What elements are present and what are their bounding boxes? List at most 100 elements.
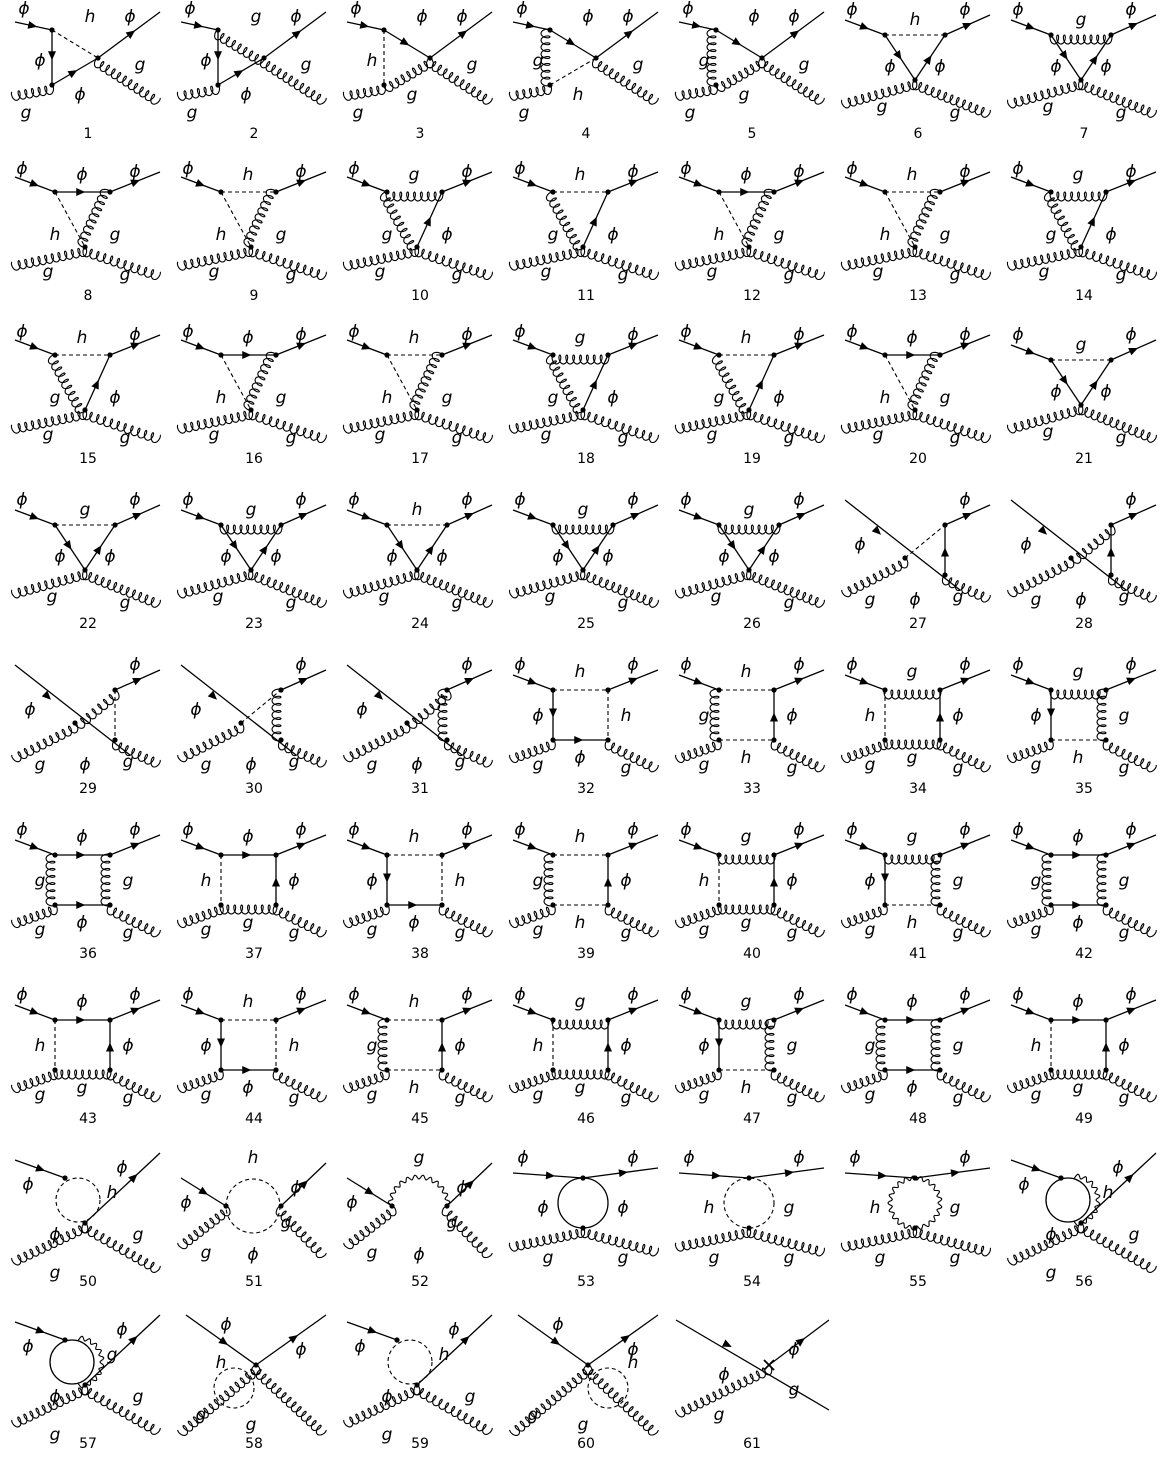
feynman-diagram-12: ϕϕϕhggg12 bbox=[675, 159, 824, 304]
feynman-diagram-34: ϕϕghϕggg34 bbox=[842, 655, 991, 797]
vertex-dot bbox=[273, 1017, 278, 1022]
vertex-dot bbox=[439, 1017, 444, 1022]
particle-label: g bbox=[621, 758, 632, 778]
particle-label: h bbox=[704, 1198, 715, 1218]
feynman-diagram-29: ϕϕggϕ29 bbox=[12, 655, 161, 797]
gluon-line bbox=[1071, 525, 1115, 563]
particle-label: g bbox=[1119, 871, 1130, 891]
particle-label: g bbox=[873, 425, 884, 445]
particle-label: g bbox=[707, 262, 718, 282]
particle-label: g bbox=[35, 755, 46, 775]
arrow-head bbox=[28, 21, 38, 29]
arrow-head bbox=[693, 342, 703, 349]
particle-label: ϕ bbox=[627, 162, 638, 182]
gluon-line bbox=[908, 189, 940, 247]
vertex-dot bbox=[937, 687, 942, 692]
particle-label: ϕ bbox=[295, 985, 306, 1005]
vertex-dot bbox=[1048, 1017, 1053, 1022]
particle-label: ϕ bbox=[288, 871, 299, 891]
particle-label: ϕ bbox=[1050, 382, 1061, 402]
feynman-diagram-22: ϕϕgϕϕgg22 bbox=[12, 490, 161, 632]
arrow-head bbox=[859, 179, 869, 186]
particle-label: ϕ bbox=[129, 820, 140, 840]
vertex-dot bbox=[218, 902, 223, 907]
vertex-dot bbox=[605, 189, 610, 194]
vertex-dot bbox=[278, 687, 283, 692]
particle-label: ϕ bbox=[627, 655, 638, 675]
vertex-dot bbox=[716, 352, 721, 357]
vertex-dot bbox=[215, 82, 220, 87]
particle-label: ϕ bbox=[1030, 706, 1041, 726]
arrow-head bbox=[693, 677, 703, 684]
particle-label: g bbox=[455, 923, 466, 943]
particle-label: h bbox=[107, 1183, 118, 1203]
particle-label: g bbox=[1119, 706, 1130, 726]
feynman-diagram-1: ϕϕggϕhϕ1 bbox=[11, 0, 160, 142]
particle-label: h bbox=[575, 662, 586, 682]
arrow-head bbox=[361, 1007, 371, 1014]
gluon-line bbox=[251, 1365, 326, 1435]
particle-label: ϕ bbox=[24, 700, 35, 720]
vertex-dot bbox=[82, 1220, 87, 1225]
diagram-number: 56 bbox=[1075, 1274, 1093, 1290]
particle-label: ϕ bbox=[718, 1365, 729, 1385]
feynman-diagram-57: ϕϕgϕgg57 bbox=[12, 1315, 161, 1452]
particle-label: ϕ bbox=[295, 655, 306, 675]
gluon-line bbox=[95, 58, 161, 104]
gluon-line bbox=[759, 58, 825, 104]
particle-label: ϕ bbox=[517, 1148, 528, 1168]
particle-label: ϕ bbox=[104, 547, 115, 567]
particle-label: g bbox=[907, 662, 918, 682]
particle-label: g bbox=[1073, 662, 1084, 682]
arrow-head bbox=[715, 1039, 723, 1048]
gluon-line bbox=[107, 1070, 160, 1102]
particle-label: g bbox=[784, 1248, 795, 1268]
vertex-dot bbox=[771, 352, 776, 357]
gluon-line bbox=[113, 740, 161, 767]
vertex-dot bbox=[414, 244, 419, 249]
arrow-head bbox=[859, 1007, 869, 1014]
gluon-line bbox=[1097, 689, 1106, 741]
arrow-head bbox=[29, 179, 39, 186]
particle-label: ϕ bbox=[1012, 325, 1023, 345]
particle-label: g bbox=[107, 1345, 118, 1365]
vertex-dot bbox=[550, 902, 555, 907]
particle-label: ϕ bbox=[116, 1320, 127, 1340]
particle-label: g bbox=[1116, 265, 1127, 285]
gluon-line bbox=[101, 854, 110, 906]
vertex-dot bbox=[107, 852, 112, 857]
gluon-loop bbox=[388, 1175, 449, 1206]
feynman-diagram-2: ϕϕggϕgϕ2 bbox=[177, 0, 326, 142]
diagram-number: 40 bbox=[743, 946, 761, 962]
gluon-line bbox=[675, 85, 717, 100]
particle-label: g bbox=[709, 1248, 720, 1268]
arrow-head bbox=[195, 842, 205, 849]
feynman-diagram-60: ϕϕhgg60 bbox=[510, 1315, 658, 1452]
feynman-diagram-28: ϕϕggϕ28 bbox=[1008, 490, 1157, 632]
particle-label: h bbox=[575, 165, 586, 185]
particle-label: ϕ bbox=[582, 7, 593, 27]
diagram-number: 30 bbox=[245, 781, 263, 797]
diagram-number: 54 bbox=[743, 1274, 761, 1290]
feynman-diagram-33: ϕϕhgϕggh33 bbox=[676, 655, 825, 797]
vertex-dot bbox=[248, 567, 253, 572]
particle-label: g bbox=[455, 752, 466, 772]
vertex-dot bbox=[580, 244, 585, 249]
vertex-dot bbox=[273, 352, 278, 357]
vertex-dot bbox=[1078, 244, 1083, 249]
particle-label: h bbox=[741, 662, 752, 682]
particle-label: h bbox=[409, 328, 420, 348]
arrow-head bbox=[941, 548, 949, 557]
particle-label: ϕ bbox=[456, 7, 467, 27]
particle-label: ϕ bbox=[552, 1315, 563, 1335]
diagram-number: 14 bbox=[1075, 288, 1093, 304]
diagram-number: 61 bbox=[743, 1436, 761, 1452]
scalar-loop bbox=[1046, 1178, 1090, 1222]
particle-label: ϕ bbox=[350, 0, 361, 19]
vertex-dot bbox=[550, 737, 555, 742]
diagram-number: 16 bbox=[245, 451, 263, 467]
feynman-diagram-36: ϕϕϕggggϕ36 bbox=[12, 820, 161, 962]
vertex-dot bbox=[248, 407, 253, 412]
vertex-dot bbox=[1048, 32, 1053, 37]
feynman-diagram-61: ϕϕgg61 bbox=[676, 1320, 829, 1452]
